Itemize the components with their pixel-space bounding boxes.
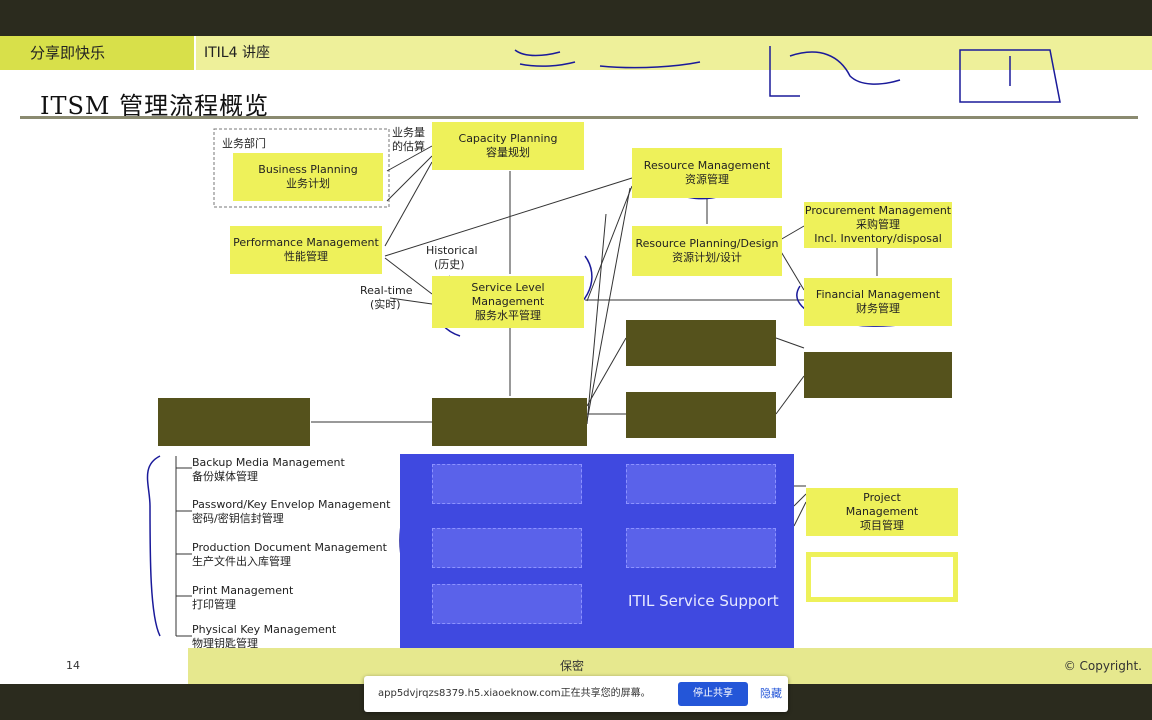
procurement-box[interactable]: Procurement Management 采购管理 Incl. Invent… — [804, 202, 952, 248]
op-item-4: Print Management 打印管理 — [192, 582, 402, 614]
op-item-3-en: Production Document Management — [192, 541, 387, 554]
title-divider — [20, 116, 1138, 119]
header-left: 分享即快乐 — [0, 36, 194, 70]
dark-box-3[interactable] — [804, 352, 952, 398]
procurement-en1: Procurement Management — [804, 204, 952, 217]
footer-confidential: 保密 — [560, 659, 585, 673]
procurement-zh: 采购管理 — [856, 218, 900, 231]
op-item-5-en: Physical Key Management — [192, 623, 337, 636]
op-item-2-en: Password/Key Envelop Management — [192, 498, 391, 511]
project-en1: Project — [863, 491, 901, 504]
hide-link[interactable]: 隐藏 — [760, 687, 782, 700]
business-planning-zh: 业务计划 — [286, 177, 330, 190]
business-planning-box[interactable]: Business Planning 业务计划 — [233, 153, 383, 201]
op-item-2-zh: 密码/密钥信封管理 — [192, 512, 284, 525]
op-item-4-en: Print Management — [192, 584, 294, 597]
resource-mgmt-en: Resource Management — [643, 159, 771, 172]
dark-box-2[interactable] — [626, 392, 776, 438]
resource-mgmt-zh: 资源管理 — [685, 173, 729, 186]
service-level-en2: Management — [471, 295, 545, 308]
header-right: ITIL4 讲座 — [196, 36, 1152, 70]
project-mgmt-box[interactable]: Project Management 项目管理 — [806, 488, 958, 536]
performance-mgmt-en: Performance Management — [233, 236, 379, 249]
share-text: app5dvjrqzs8379.h5.xiaoeknow.com正在共享您的屏幕… — [378, 688, 651, 699]
itil-box-1[interactable] — [432, 464, 582, 504]
empty-box — [806, 552, 958, 602]
operation-support-box[interactable] — [158, 398, 310, 446]
itil-service-support-area — [400, 454, 794, 684]
itil-box-2[interactable] — [626, 464, 776, 504]
resource-planning-box[interactable]: Resource Planning/Design 资源计划/设计 — [632, 226, 782, 276]
performance-mgmt-zh: 性能管理 — [284, 250, 328, 263]
procurement-en2: Incl. Inventory/disposal — [814, 232, 942, 245]
resource-planning-zh: 资源计划/设计 — [672, 251, 742, 264]
footer-copyright: © Copyright. — [1063, 659, 1142, 673]
screen-share-bar: app5dvjrqzs8379.h5.xiaoeknow.com正在共享您的屏幕… — [364, 676, 788, 712]
historical-en: Historical — [426, 244, 478, 257]
itil-box-5[interactable] — [432, 584, 582, 624]
historical-zh: (历史) — [434, 258, 465, 271]
realtime-zh: (实时) — [370, 298, 401, 311]
capacity-planning-zh: 容量规划 — [486, 146, 530, 159]
business-planning-en: Business Planning — [258, 163, 358, 176]
op-item-1: Backup Media Management 备份媒体管理 — [192, 454, 402, 486]
op-item-1-en: Backup Media Management — [192, 456, 345, 469]
op-item-3: Production Document Management 生产文件出入库管理 — [192, 539, 402, 571]
capacity-planning-box[interactable]: Capacity Planning 容量规划 — [432, 122, 584, 170]
project-zh: 项目管理 — [860, 519, 904, 532]
dark-box-1[interactable] — [626, 320, 776, 366]
financial-box[interactable]: Financial Management 财务管理 — [804, 278, 952, 326]
itil-box-4[interactable] — [626, 528, 776, 568]
service-level-en1: Service Level — [471, 281, 545, 294]
page-number: 14 — [0, 648, 186, 684]
capacity-planning-en: Capacity Planning — [458, 132, 558, 145]
project-en2: Management — [845, 505, 919, 518]
performance-mgmt-box[interactable]: Performance Management 性能管理 — [230, 226, 382, 274]
financial-en: Financial Management — [815, 288, 941, 301]
slide: 分享即快乐 ITIL4 讲座 ITSM 管理流程概览 — [0, 36, 1152, 684]
business-estimate-label: 业务量 的估算 — [392, 126, 425, 153]
op-item-2: Password/Key Envelop Management 密码/密钥信封管… — [192, 496, 402, 528]
stop-sharing-button[interactable]: 停止共享 — [678, 682, 748, 706]
op-item-3-zh: 生产文件出入库管理 — [192, 555, 291, 568]
dark-box-center[interactable] — [432, 398, 587, 446]
op-item-4-zh: 打印管理 — [192, 598, 236, 611]
business-dept-label: 业务部门 — [222, 137, 266, 150]
service-level-box[interactable]: Service Level Management 服务水平管理 — [432, 276, 584, 328]
op-item-5-zh: 物理钥匙管理 — [192, 637, 258, 650]
itil-label: ITIL Service Support — [628, 592, 779, 610]
financial-zh: 财务管理 — [856, 302, 900, 315]
resource-planning-en: Resource Planning/Design — [635, 237, 779, 250]
slide-title: ITSM 管理流程概览 — [40, 92, 270, 120]
resource-mgmt-box[interactable]: Resource Management 资源管理 — [632, 148, 782, 198]
itil-box-3[interactable] — [432, 528, 582, 568]
service-level-zh: 服务水平管理 — [475, 309, 541, 322]
realtime-en: Real-time — [360, 284, 413, 297]
op-item-1-zh: 备份媒体管理 — [192, 470, 258, 483]
op-item-5: Physical Key Management 物理钥匙管理 — [192, 623, 402, 650]
